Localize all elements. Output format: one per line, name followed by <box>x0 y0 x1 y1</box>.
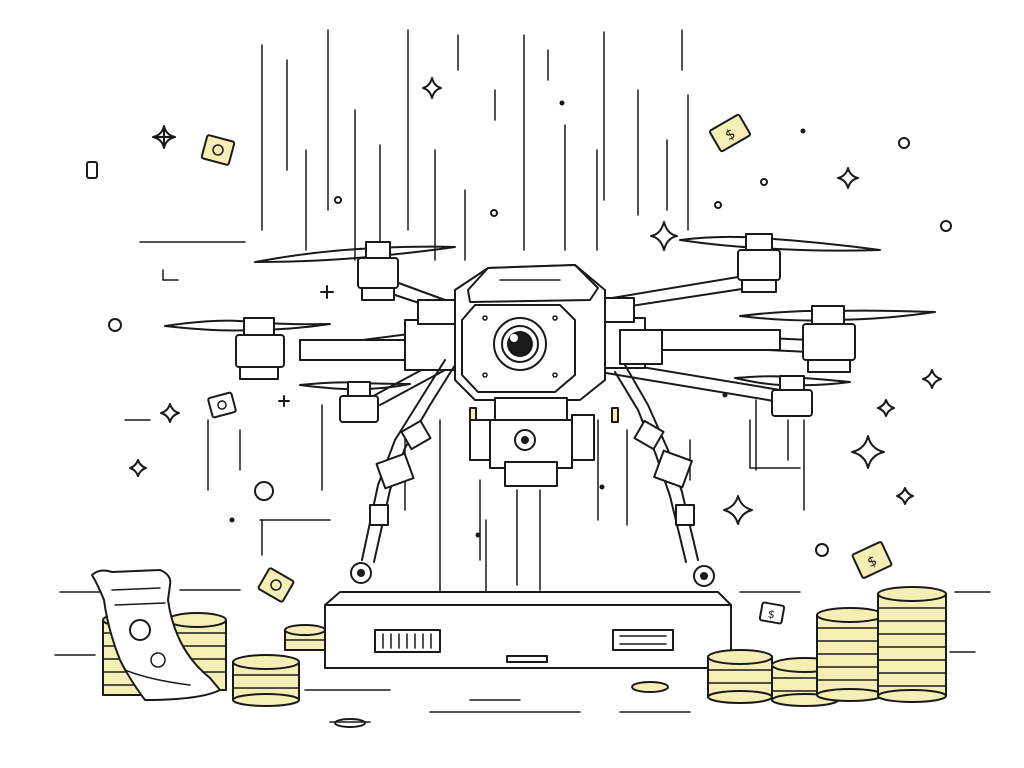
sparkle-icon <box>922 369 942 389</box>
svg-text:$: $ <box>767 607 776 621</box>
rotor-right <box>739 305 936 373</box>
sparkle-icon <box>152 125 176 149</box>
sparkle-icon <box>650 221 678 251</box>
sparkle-icon <box>877 399 895 417</box>
control-panel-right <box>612 629 674 651</box>
rain-lines <box>207 29 805 601</box>
propeller <box>739 309 936 322</box>
sparkle-icon <box>129 459 147 477</box>
banknote-icon <box>207 391 237 419</box>
drone-body <box>454 264 606 401</box>
landing-leg-right <box>614 364 715 587</box>
rotor-left <box>164 317 331 380</box>
rotor-front-right <box>679 233 881 293</box>
coin-stack-right-tall <box>877 586 947 703</box>
sparkles <box>129 77 942 525</box>
banknote-icon: $ <box>709 113 751 153</box>
coin-stack-small <box>284 624 326 651</box>
drone <box>164 233 936 587</box>
landing-leg-left <box>350 359 456 584</box>
launch-platform <box>324 591 732 728</box>
propeller <box>164 319 331 332</box>
banknote-icon <box>257 567 295 603</box>
gimbal-payload <box>469 397 619 487</box>
horizon-lines <box>54 241 991 723</box>
banknote-icon: $ <box>758 601 786 625</box>
propeller <box>734 375 851 387</box>
sparkle-icon <box>422 77 442 99</box>
propeller <box>679 235 881 252</box>
sparkle-icon <box>837 167 859 189</box>
sparkle-icon <box>896 487 914 505</box>
propeller <box>254 245 456 263</box>
rotor-rear-right <box>734 375 851 417</box>
dots <box>108 100 952 557</box>
sparkle-icon <box>851 435 885 469</box>
tag-icon <box>86 161 98 179</box>
coin-stack-right-mid <box>816 607 884 702</box>
floating-notes: $ $ $ <box>86 113 893 625</box>
banknote-scroll <box>91 569 221 701</box>
sparkle-icon <box>278 395 290 407</box>
propeller <box>299 381 411 391</box>
camera-icon <box>493 317 547 371</box>
sparkle-icon <box>160 403 180 423</box>
coin-stack-left-front <box>232 654 300 707</box>
sparkle-icon <box>320 285 334 299</box>
banknote-icon <box>200 134 236 166</box>
sparkle-icon <box>723 495 753 525</box>
banknote-icon: $ <box>851 541 893 579</box>
rotor-rear-left <box>299 381 411 423</box>
coin-stack-right-front <box>707 649 773 704</box>
rotor-front-left <box>254 241 456 301</box>
slot <box>506 655 548 663</box>
